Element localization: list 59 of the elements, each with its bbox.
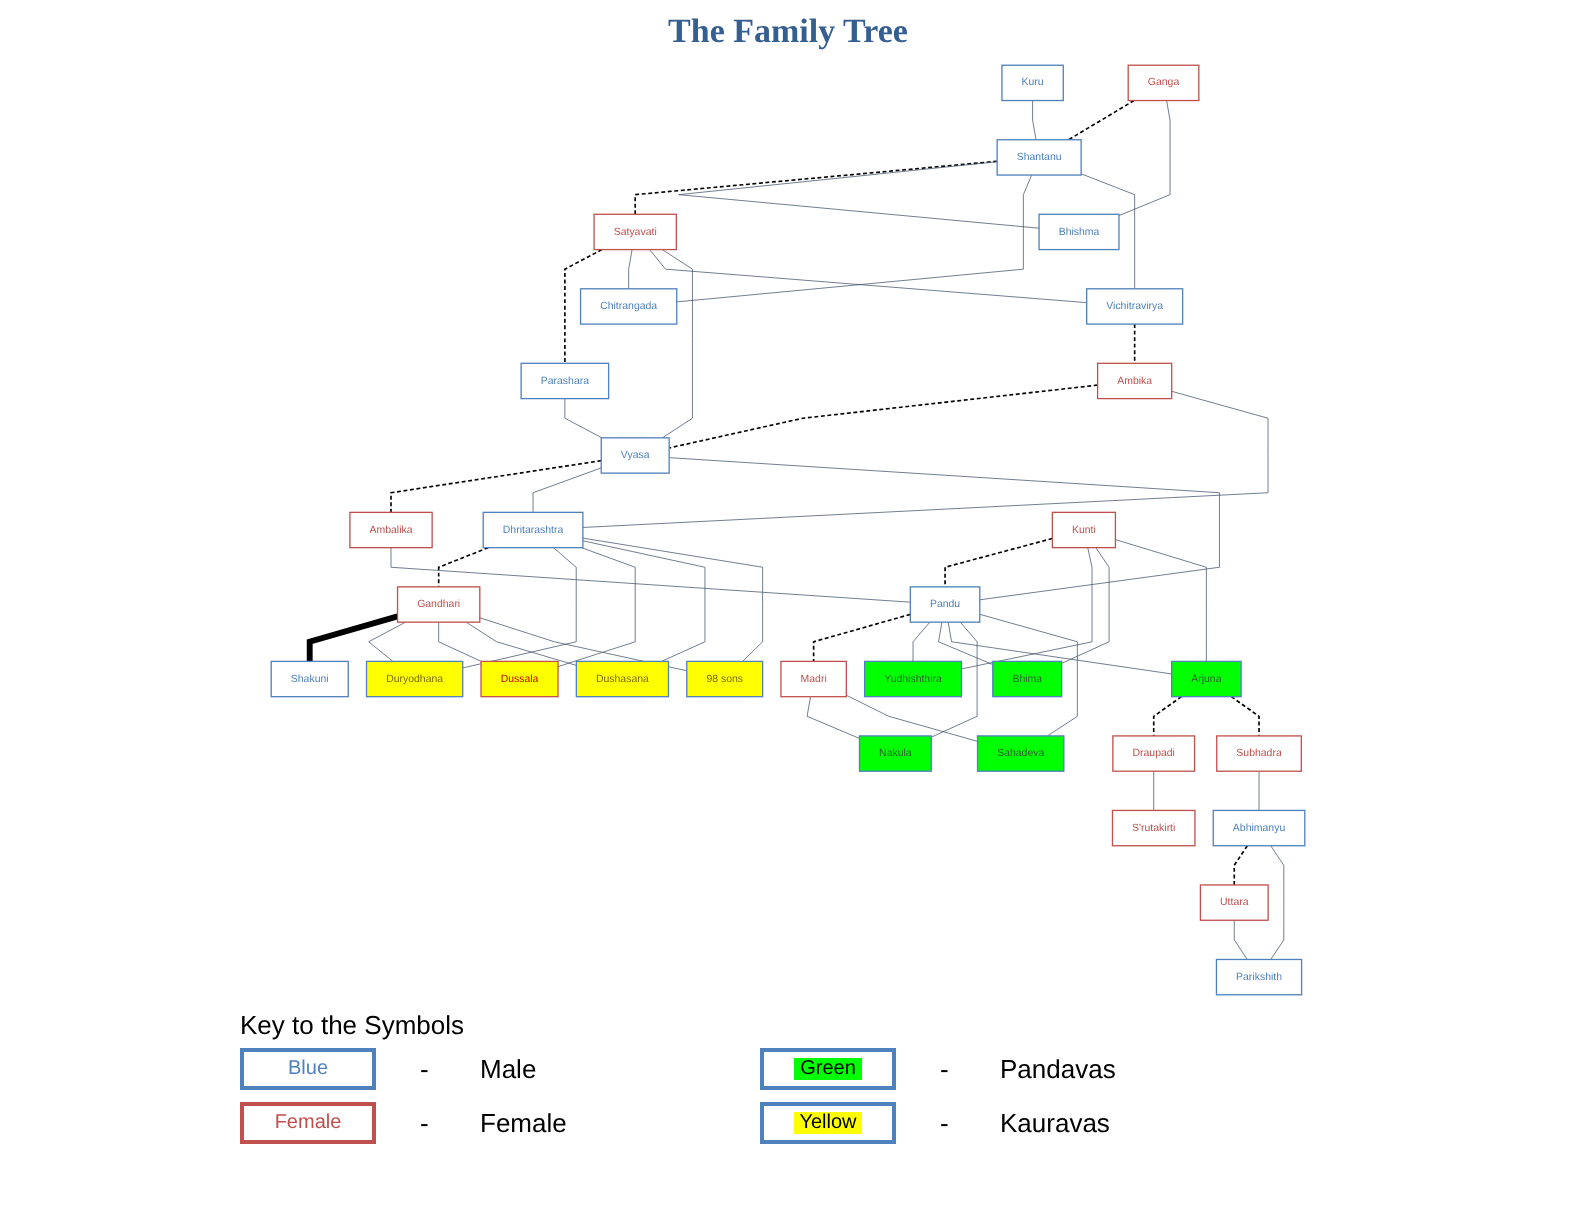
connector [1061,547,1110,664]
connector [1032,100,1037,141]
connector [1067,99,1135,141]
connector [465,621,577,666]
connector [582,540,706,662]
connector [462,547,577,669]
connector [1153,770,1155,811]
connector [564,398,603,439]
connector [961,547,1093,670]
connector [582,537,764,662]
connector [649,249,1088,303]
connector [582,390,1269,528]
connector [628,249,633,290]
diagram-title: The Family Tree [666,12,910,52]
connector [557,547,636,668]
connector [1080,173,1136,290]
legend-swatch: Female [240,1102,376,1144]
connector [1152,695,1183,737]
connector [1233,844,1249,886]
connector [947,621,1173,675]
connector [938,621,994,665]
connector [1115,539,1207,662]
connector [668,457,1220,601]
legend-label: Pandavas [1000,1054,1116,1084]
connector [812,613,912,663]
legend-swatch: Yellow [760,1102,896,1144]
connector [944,537,1054,588]
connector [390,459,603,514]
legend-label: Female [480,1108,567,1138]
connector [1270,845,1285,960]
legend-label: Kauravas [1000,1108,1110,1138]
connector [390,547,911,603]
separator-dash: - [940,1054,949,1084]
separator-dash: - [420,1054,429,1084]
connector [1118,100,1171,216]
connector [306,613,399,662]
connector [668,384,1099,449]
legend-swatch: Green [760,1048,896,1090]
connector [532,467,602,513]
connector [661,249,693,439]
connector [1233,919,1248,960]
separator-dash: - [420,1108,429,1138]
separator-dash: - [940,1108,949,1138]
connector [806,696,860,739]
legend-swatch: Blue [240,1048,376,1090]
connector [564,248,603,365]
connector [678,161,1040,229]
legend-label: Male [480,1054,537,1084]
connector [979,613,1078,737]
connector [676,174,1033,303]
connector [438,621,482,662]
connector [912,621,931,662]
connector [437,546,490,588]
connector [1230,695,1260,737]
connector [930,621,978,738]
connector [845,694,978,742]
connector [1133,323,1136,365]
connector [1258,770,1260,811]
legend-title: Key to the Symbols [240,1010,466,1040]
